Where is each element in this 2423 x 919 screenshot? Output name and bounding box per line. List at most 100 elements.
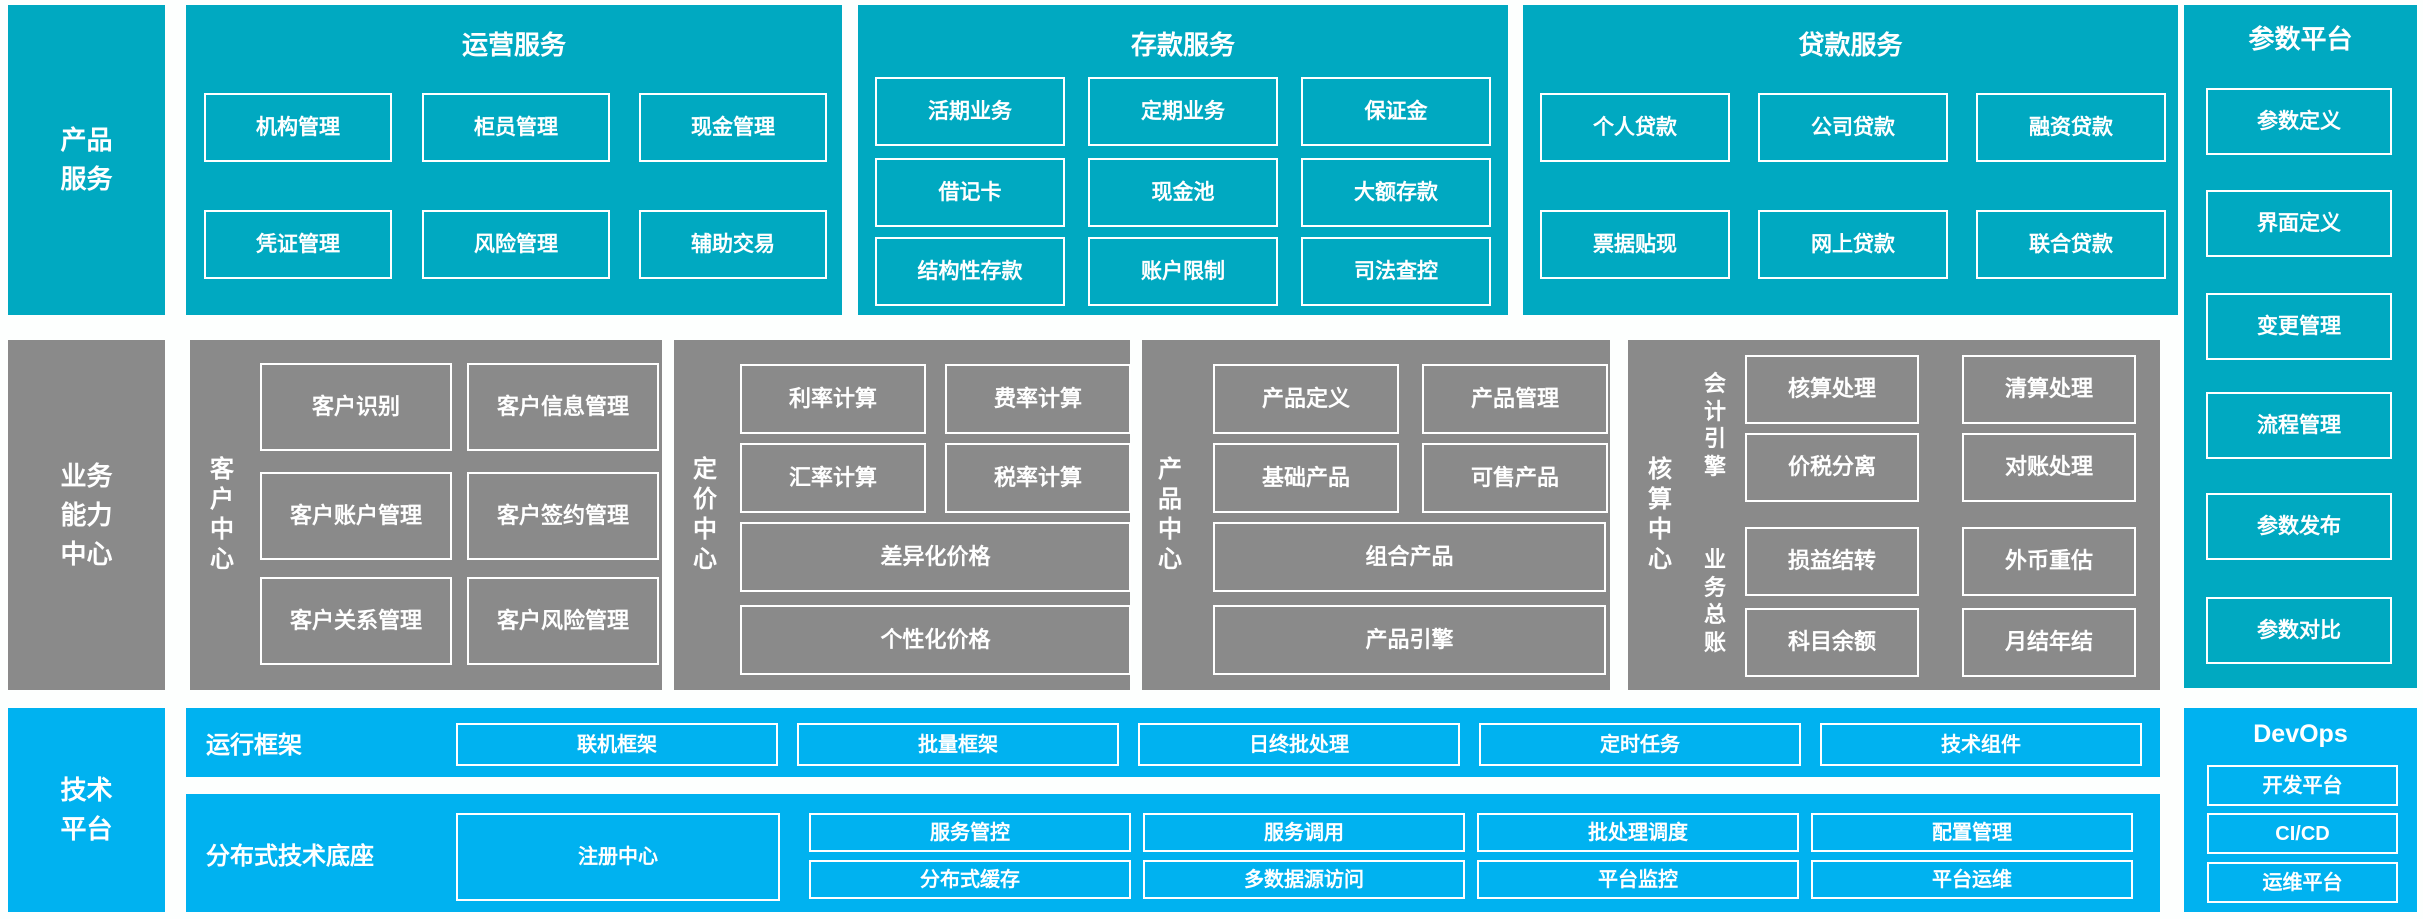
distributed-item: 多数据源访问 (1143, 860, 1465, 899)
section-runtime-framework: 运行框架 联机框架 批量框架 日终批处理 定时任务 技术组件 (186, 708, 2160, 777)
accounting-item: 清算处理 (1962, 355, 2136, 424)
section-devops: DevOps 开发平台 CI/CD 运维平台 (2184, 708, 2417, 912)
deposit-item: 保证金 (1301, 77, 1491, 146)
runtime-framework-label: 运行框架 (206, 732, 302, 759)
operations-item: 现金管理 (639, 93, 827, 162)
section-deposit-services: 存款服务 活期业务 定期业务 保证金 借记卡 现金池 大额存款 结构性存款 账户… (858, 5, 1508, 315)
deposit-item: 账户限制 (1088, 237, 1278, 306)
loan-item: 票据贴现 (1540, 210, 1730, 279)
rail-label-line: 平台 (60, 814, 113, 844)
section-loan-services: 贷款服务 个人贷款 公司贷款 融资贷款 票据贴现 网上贷款 联合贷款 (1523, 5, 2178, 315)
section-title: 运营服务 (461, 30, 566, 60)
product-item-wide: 产品引擎 (1213, 605, 1606, 675)
distributed-item: 分布式缓存 (809, 860, 1131, 899)
accounting-engine-label: 会计引擎 (1703, 371, 1726, 479)
rail-label-line: 中心 (60, 538, 113, 569)
rail-label-line: 服务 (60, 164, 113, 194)
product-center-label: 产品中心 (1157, 456, 1182, 573)
parameter-item: 变更管理 (2206, 293, 2392, 360)
product-item: 基础产品 (1213, 443, 1399, 513)
deposit-item: 司法查控 (1301, 237, 1491, 306)
distributed-item: 服务管控 (809, 813, 1131, 852)
section-title: 存款服务 (1130, 30, 1235, 60)
accounting-item: 科目余额 (1745, 608, 1919, 677)
devops-item: 开发平台 (2207, 765, 2398, 806)
rail-product-services-label: 产品 服务 (60, 121, 112, 199)
pricing-item: 汇率计算 (740, 443, 926, 513)
deposit-item: 活期业务 (875, 77, 1065, 146)
runtime-item: 日终批处理 (1138, 723, 1460, 766)
pricing-item: 税率计算 (945, 443, 1131, 513)
accounting-item: 损益结转 (1745, 527, 1919, 596)
operations-item: 辅助交易 (639, 210, 827, 279)
accounting-item: 月结年结 (1962, 608, 2136, 677)
distributed-item: 服务调用 (1143, 813, 1465, 852)
accounting-item: 价税分离 (1745, 433, 1919, 502)
product-item: 产品管理 (1422, 364, 1608, 434)
deposit-item: 结构性存款 (875, 237, 1065, 306)
deposit-item: 大额存款 (1301, 158, 1491, 227)
pricing-item-wide: 个性化价格 (740, 605, 1131, 675)
devops-item: CI/CD (2207, 813, 2398, 854)
customer-item: 客户关系管理 (260, 577, 452, 665)
loan-item: 公司贷款 (1758, 93, 1948, 162)
distributed-tech-base-label: 分布式技术底座 (206, 842, 374, 870)
customer-item: 客户识别 (260, 363, 452, 451)
parameter-item: 界面定义 (2206, 190, 2392, 257)
accounting-item: 核算处理 (1745, 355, 1919, 424)
rail-tech-platform: 技术 平台 (8, 708, 165, 912)
pricing-center-label: 定价中心 (692, 456, 717, 573)
operations-item: 机构管理 (204, 93, 392, 162)
section-title: 贷款服务 (1798, 30, 1903, 60)
parameter-item: 参数发布 (2206, 493, 2392, 560)
distributed-item: 平台运维 (1811, 860, 2133, 899)
customer-item: 客户账户管理 (260, 472, 452, 560)
section-customer-center: 客户中心 客户识别 客户信息管理 客户账户管理 客户签约管理 客户关系管理 客户… (190, 340, 662, 690)
operations-item: 柜员管理 (422, 93, 610, 162)
customer-item: 客户风险管理 (467, 577, 659, 665)
pricing-item: 费率计算 (945, 364, 1131, 434)
accounting-item: 对账处理 (1962, 433, 2136, 502)
runtime-item: 定时任务 (1479, 723, 1801, 766)
customer-item: 客户信息管理 (467, 363, 659, 451)
loan-item: 网上贷款 (1758, 210, 1948, 279)
section-operations-services: 运营服务 机构管理 柜员管理 现金管理 凭证管理 风险管理 辅助交易 (186, 5, 842, 315)
loan-item: 个人贷款 (1540, 93, 1730, 162)
rail-business-capability-center: 业务 能力 中心 (8, 340, 165, 690)
rail-label-line: 技术 (60, 775, 113, 805)
product-item: 可售产品 (1422, 443, 1608, 513)
pricing-item: 利率计算 (740, 364, 926, 434)
customer-center-label: 客户中心 (209, 456, 234, 573)
loan-item: 联合贷款 (1976, 210, 2166, 279)
distributed-item: 配置管理 (1811, 813, 2133, 852)
section-pricing-center: 定价中心 利率计算 费率计算 汇率计算 税率计算 差异化价格 个性化价格 (674, 340, 1131, 690)
rail-label-line: 产品 (60, 125, 113, 155)
deposit-item: 借记卡 (875, 158, 1065, 227)
parameter-item: 参数定义 (2206, 88, 2392, 155)
distributed-item: 平台监控 (1477, 860, 1799, 899)
customer-item: 客户签约管理 (467, 472, 659, 560)
accounting-item: 外币重估 (1962, 527, 2136, 596)
operations-item: 风险管理 (422, 210, 610, 279)
rail-label-line: 业务 (60, 460, 113, 491)
rail-tech-platform-label: 技术 平台 (60, 771, 112, 849)
loan-item: 融资贷款 (1976, 93, 2166, 162)
rail-label-line: 能力 (60, 499, 113, 530)
section-product-center: 产品中心 产品定义 产品管理 基础产品 可售产品 组合产品 产品引擎 (1142, 340, 1610, 690)
section-title: 参数平台 (2248, 24, 2353, 54)
section-title: DevOps (2253, 720, 2348, 748)
registry-center-box: 注册中心 (456, 813, 780, 901)
devops-item: 运维平台 (2207, 862, 2398, 903)
pricing-item-wide: 差异化价格 (740, 522, 1131, 592)
product-item: 产品定义 (1213, 364, 1399, 434)
parameter-item: 流程管理 (2206, 392, 2392, 459)
rail-business-capability-label: 业务 能力 中心 (60, 457, 112, 574)
rail-product-services: 产品 服务 (8, 5, 165, 315)
deposit-item: 定期业务 (1088, 77, 1278, 146)
operations-item: 凭证管理 (204, 210, 392, 279)
product-item-wide: 组合产品 (1213, 522, 1606, 592)
runtime-item: 技术组件 (1820, 723, 2142, 766)
section-accounting-center: 核算中心 会计引擎 业务总账 核算处理 清算处理 价税分离 对账处理 损益结转 … (1628, 340, 2160, 690)
accounting-center-label: 核算中心 (1647, 456, 1672, 573)
